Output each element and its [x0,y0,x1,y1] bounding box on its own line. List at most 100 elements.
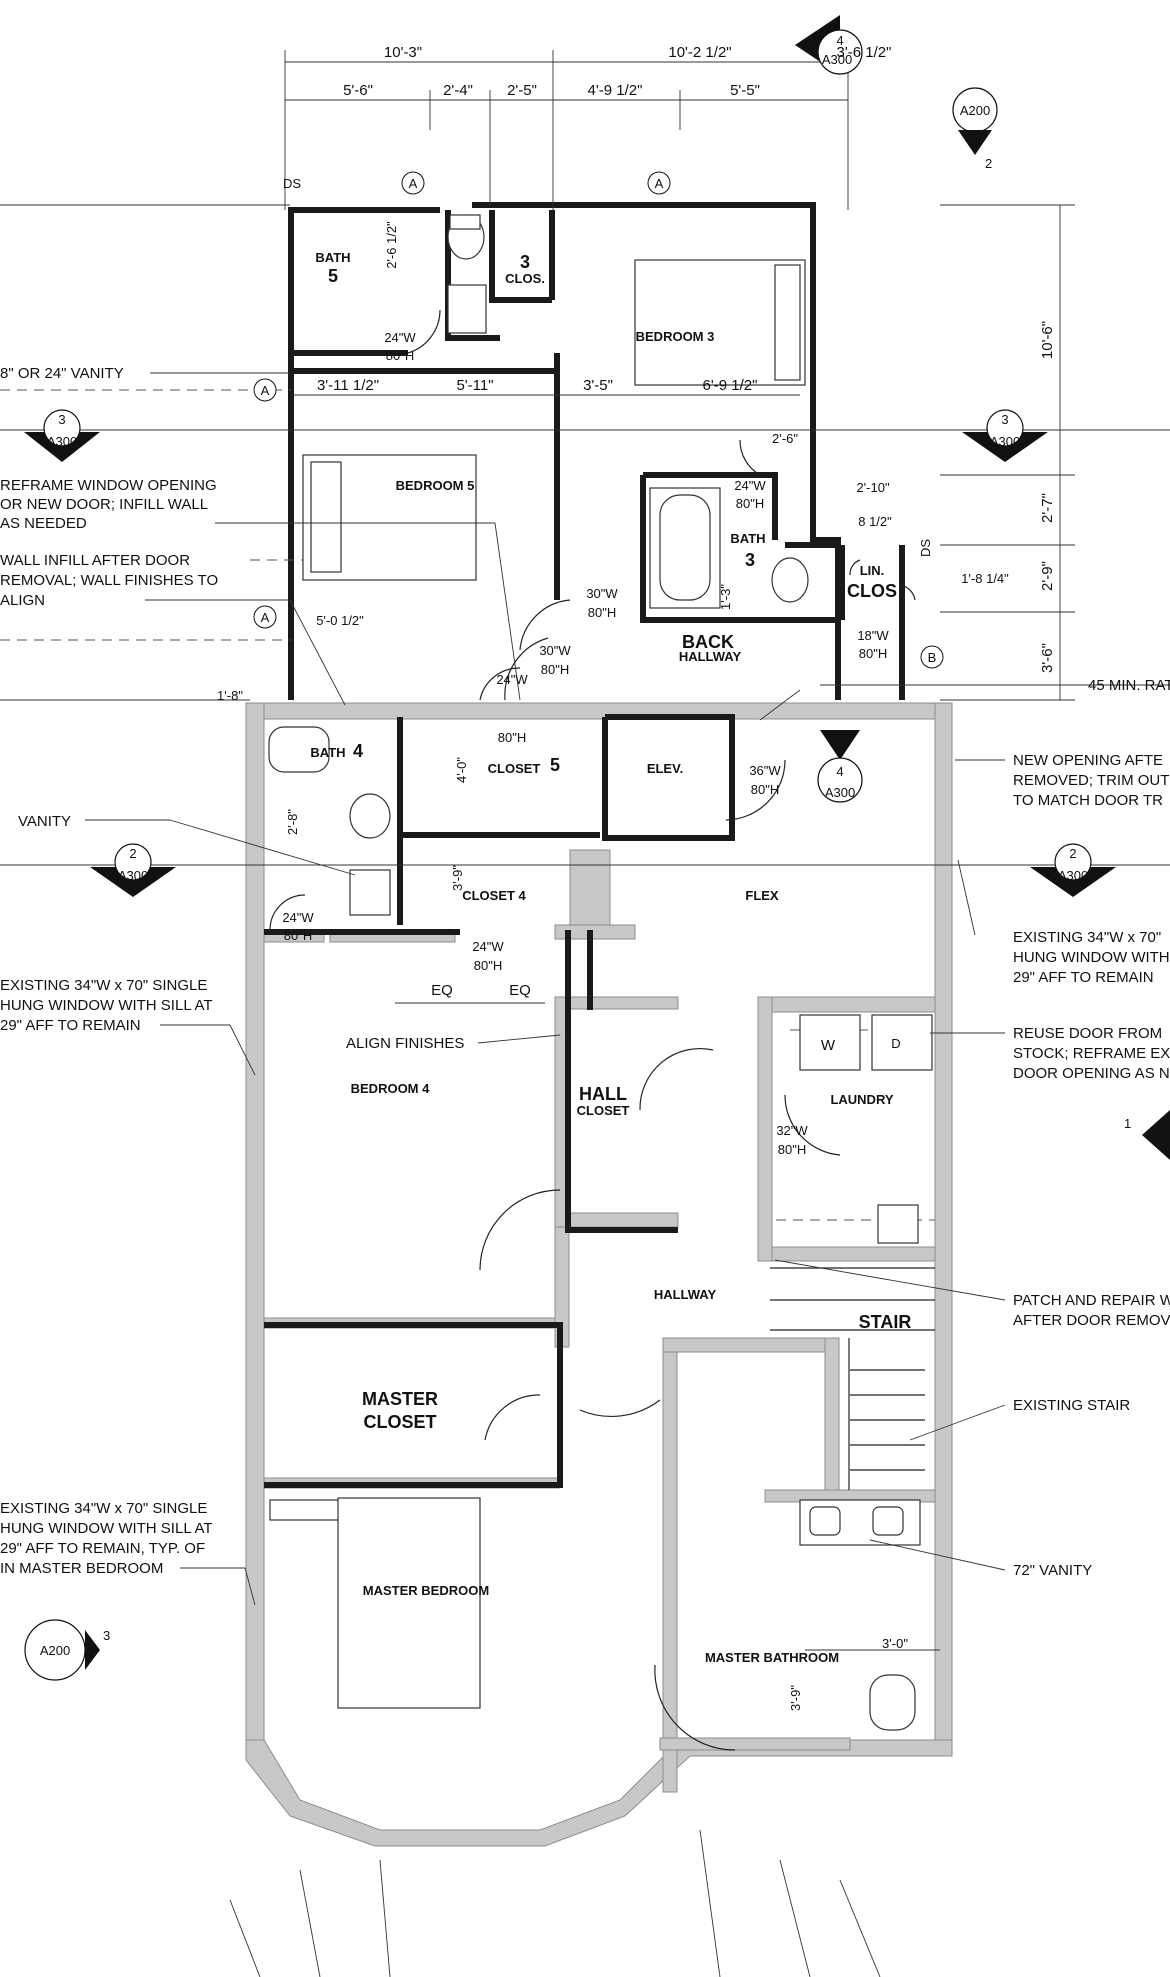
note-new-opening-1: NEW OPENING AFTE [1013,752,1163,769]
note-exist-win-a3: 29" AFF TO REMAIN [0,1017,141,1034]
door-bath5-width: 24"W [384,330,416,345]
door-bath4-height: 80"H [284,928,312,943]
room-bath3-num: 3 [745,550,755,570]
grid-a-1: A [261,383,270,398]
dim-2-6: 2'-6" [772,431,798,446]
room-back: BACK [682,632,734,652]
note-new-opening-2: REMOVED; TRIM OUT [1013,772,1169,789]
sec2-left-a300: A300 [118,868,148,883]
note-exist-win-r1: EXISTING 34"W x 70" [1013,929,1161,946]
dim-8-half: 8 1/2" [858,514,892,529]
room-back-hallway: HALLWAY [679,649,742,664]
room-flex: FLEX [745,888,779,903]
note-reuse-1: REUSE DOOR FROM [1013,1025,1162,1042]
sec4-bottom-4: 4 [836,764,843,779]
note-align-finishes: ALIGN FINISHES [346,1035,464,1052]
room-bath5: BATH [315,250,350,265]
sec4-bottom-a300: A300 [825,785,855,800]
door-hall30-width: 30"W [586,586,618,601]
room-labels: BATH 5 3 CLOS. BEDROOM 3 BEDROOM 5 BATH … [310,250,911,1665]
door-clos4-width: 24"W [472,939,504,954]
dim-top-seg-3: 2'-5" [507,82,537,99]
elev-a200-left: A200 [40,1643,70,1658]
dim-min-rating: 45 MIN. RAT [1088,677,1170,694]
note-reuse-3: DOOR OPENING AS N [1013,1065,1170,1082]
sec-right-a300: A300 [990,434,1020,449]
door-clos4-height: 80"H [474,958,502,973]
note-exist-win-r2: HUNG WINDOW WITH [1013,949,1170,966]
grid-a-4: A [655,176,664,191]
sec2-right-a300: A300 [1058,868,1088,883]
room-clos3-num: 3 [520,252,530,272]
note-exist-win-a2: HUNG WINDOW WITH SILL AT [0,997,213,1014]
dim-right-2: 2'-7" [1039,493,1056,523]
sec-right-3: 3 [1001,412,1008,427]
dim-mid-2: 5'-11" [456,377,493,394]
dim-top-right-extra: 3'-6 1/2" [837,44,892,61]
note-existing-stair: EXISTING STAIR [1013,1397,1130,1414]
note-reframe-3: AS NEEDED [0,515,87,532]
porch-roof-hatch [229,1829,881,1977]
dim-top-seg-4: 4'-9 1/2" [588,82,643,99]
door-laundry-height: 80"H [778,1142,806,1157]
room-bath3: BATH [730,531,765,546]
door-clos5-height: 80"H [498,730,526,745]
room-elev: ELEV. [647,761,683,776]
room-master-bath: MASTER BATHROOM [705,1650,839,1665]
note-vanity: VANITY [18,813,71,830]
note-patch-2: AFTER DOOR REMOV [1013,1312,1170,1329]
room-clos3: CLOS. [505,271,545,286]
room-stair: STAIR [859,1312,912,1332]
dim-eq-2: EQ [509,982,531,999]
door-bed5-width: 30"W [539,643,571,658]
grid-a-3: A [409,176,418,191]
room-washer: W [821,1037,836,1054]
dim-mid-1: 3'-11 1/2" [317,377,379,394]
note-reuse-2: STOCK; REFRAME EX [1013,1045,1170,1062]
dim-mid-4: 6'-9 1/2" [703,377,758,394]
note-wall-infill-3: ALIGN [0,592,45,609]
elev-left-3: 3 [103,1628,110,1643]
dim-5-0-half: 5'-0 1/2" [316,613,364,628]
sec-left-3: 3 [58,412,65,427]
sec4-top-a300: A300 [822,52,852,67]
room-hallway: HALLWAY [654,1287,717,1302]
room-closet5-num: 5 [550,755,560,775]
note-exist-win-b4: IN MASTER BEDROOM [0,1560,163,1577]
sec2-left-2: 2 [129,846,136,861]
dim-top-seg-2: 2'-4" [443,82,473,99]
door-tags: 24"W 80"H 24"W 80"H 30"W 80"H 30"W 80"H … [282,330,889,1157]
note-exist-win-b2: HUNG WINDOW WITH SILL AT [0,1520,213,1537]
door-bath5-height: 80"H [386,348,414,363]
door-elev-width: 36"W [749,763,781,778]
dim-3-9b: 3'-9" [788,1685,803,1711]
annotation-notes: 8" OR 24" VANITY REFRAME WINDOW OPENING … [0,365,1170,1579]
note-exist-win-b3: 29" AFF TO REMAIN, TYP. OF [0,1540,205,1557]
room-closet5: CLOSET [488,761,541,776]
door-bath3-height: 80"H [736,496,764,511]
dim-4-0: 4'-0" [454,757,469,783]
dim-eq-1: EQ [431,982,453,999]
note-new-opening-3: TO MATCH DOOR TR [1013,792,1163,809]
ds-2: DS [918,539,933,557]
sec-left-a300: A300 [47,434,77,449]
dim-2-8: 2'-8" [285,809,300,835]
door-bath3-width: 24"W [734,478,766,493]
room-master-closet-1: MASTER [362,1389,438,1409]
elev-right-1: 1 [1124,1116,1131,1131]
room-bedroom5: BEDROOM 5 [396,478,475,493]
dim-top-overall-right: 10'-2 1/2" [668,44,731,61]
elev-top-2: 2 [985,156,992,171]
room-bath5-num: 5 [328,266,338,286]
dim-1-8-quarter: 1'-8 1/4" [961,571,1009,586]
note-reframe-2: OR NEW DOOR; INFILL WALL [0,496,208,513]
dim-1-3: 1'-3" [718,584,733,610]
grid-b: B [928,650,937,665]
note-wall-infill-1: WALL INFILL AFTER DOOR [0,552,190,569]
room-clos: CLOS [847,581,897,601]
room-dryer: D [891,1036,900,1051]
dim-right-3: 2'-9" [1039,561,1056,591]
note-vanity-option: 8" OR 24" VANITY [0,365,124,382]
elev-a200-top: A200 [960,103,990,118]
